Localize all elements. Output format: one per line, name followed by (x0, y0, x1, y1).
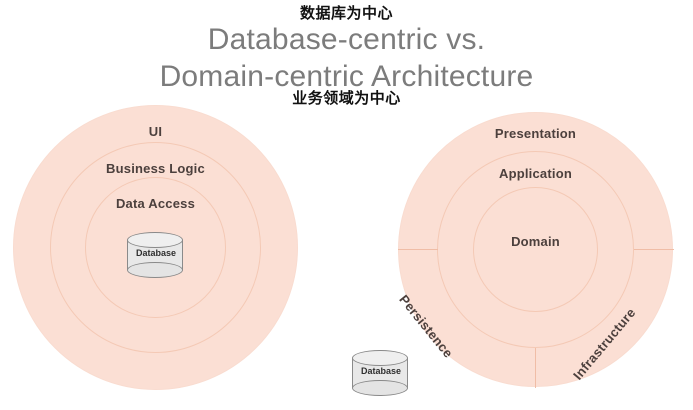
database-cylinder-bottom: Database (352, 350, 410, 396)
database-cylinder-left: Database (127, 232, 185, 278)
sector-divider-left (398, 249, 438, 250)
cylinder-top-icon (127, 232, 183, 248)
database-cylinder-bottom-label: Database (360, 366, 402, 376)
database-cylinder-left-label: Database (135, 248, 177, 258)
right-ring-application-label: Application (499, 166, 572, 181)
page-title-line-1: Database-centric vs. (207, 23, 486, 56)
left-ring-ui-label: UI (148, 124, 163, 139)
right-ring-presentation-label: Presentation (494, 126, 577, 141)
cylinder-bottom-icon (352, 380, 408, 396)
left-ring-data-access-label: Data Access (115, 196, 196, 211)
annotation-database-centric: 数据库为中心 (299, 4, 393, 22)
page-title: Database-centric vs. Domain-centric Arch… (0, 22, 693, 95)
sector-divider-right (634, 249, 674, 250)
cylinder-top-icon (352, 350, 408, 366)
annotation-domain-centric: 业务领域为中心 (292, 89, 401, 107)
right-ring-domain-label: Domain (511, 234, 560, 249)
left-ring-business-logic-label: Business Logic (106, 161, 205, 176)
right-ring-domain: Domain (473, 187, 598, 312)
cylinder-bottom-icon (127, 262, 183, 278)
page-title-line-2: Domain-centric Architecture (159, 59, 534, 93)
sector-divider-bottom (535, 348, 536, 388)
